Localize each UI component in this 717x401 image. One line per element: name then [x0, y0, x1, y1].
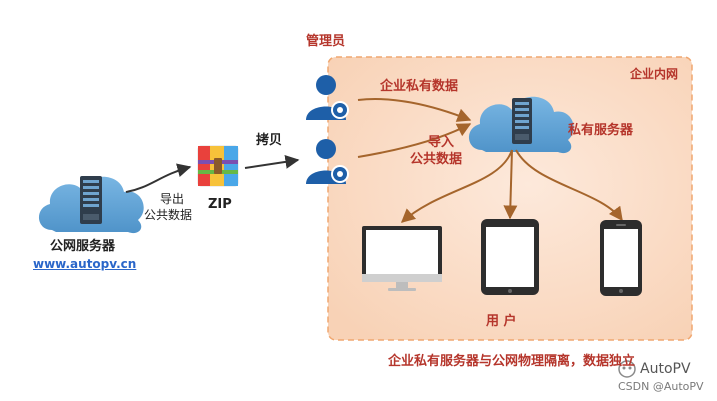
copy-arrow — [244, 154, 300, 169]
public-server-title: 公网服务器 — [50, 239, 116, 254]
users-label: 用 户 — [486, 314, 517, 329]
export-label-line1: 导出 — [160, 192, 185, 206]
export-label-line2: 公共数据 — [144, 208, 193, 222]
private-server-icon — [468, 96, 574, 154]
caption: 企业私有服务器与公网物理隔离，数据独立 — [388, 354, 636, 369]
watermark-csdn: CSDN @AutoPV — [618, 380, 704, 393]
user-gear-icon — [306, 139, 349, 184]
monitor-icon — [362, 226, 442, 291]
to-monitor-arrow — [400, 149, 513, 223]
import-flow-label-line1: 导入 — [428, 135, 455, 150]
zip-label: ZIP — [208, 197, 232, 212]
private-data-arrow — [357, 97, 472, 122]
import-flow-label-line2: 公共数据 — [410, 152, 463, 167]
enterprise-zone-title: 企业内网 — [630, 67, 679, 81]
private-server-label: 私有服务器 — [568, 123, 634, 138]
watermark-brand: AutoPV — [640, 361, 691, 377]
tablet-icon — [481, 219, 539, 295]
copy-label: 拷贝 — [256, 133, 283, 148]
export-arrow — [125, 163, 192, 193]
import-data-arrow — [357, 123, 472, 158]
public-server-icon — [38, 176, 144, 234]
user-gear-icon — [306, 75, 349, 120]
public-server-url[interactable]: www.autopv.cn — [33, 257, 137, 271]
private-data-flow-label: 企业私有数据 — [380, 79, 459, 94]
to-tablet-arrow — [503, 149, 518, 220]
wechat-logo-icon — [618, 360, 636, 378]
winrar-archive-icon — [197, 145, 239, 187]
phone-icon — [600, 220, 642, 296]
admin-label: 管理员 — [306, 34, 346, 49]
to-phone-arrow — [515, 149, 623, 222]
